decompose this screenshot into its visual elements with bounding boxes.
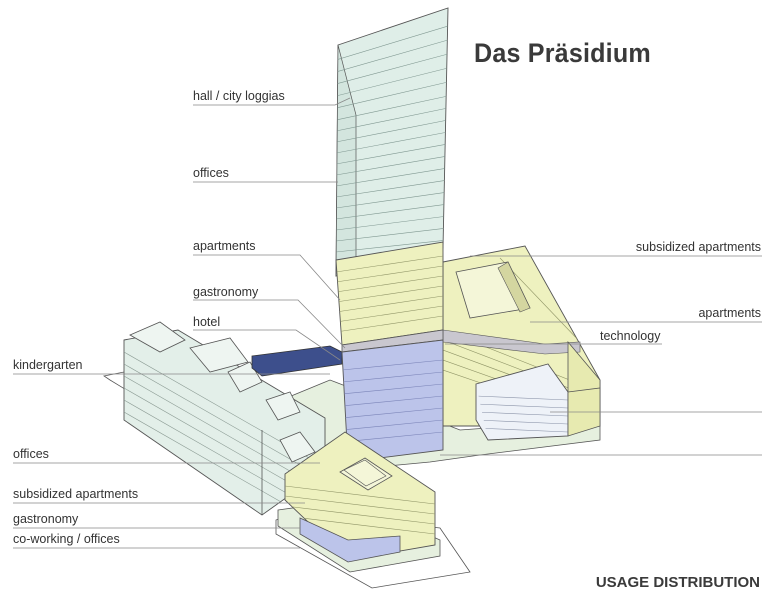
right-office-block xyxy=(475,363,601,441)
label-technology: technology xyxy=(600,329,661,343)
label-hotel: hotel xyxy=(193,315,221,329)
label-hall-loggias: hall / city loggias xyxy=(193,89,285,103)
bridge xyxy=(251,345,343,377)
leader-lines xyxy=(13,97,762,549)
label-offices-top: offices xyxy=(193,166,229,180)
label-gastronomy-bottom: gastronomy xyxy=(13,512,79,526)
right-apartment-block xyxy=(442,245,601,431)
south-coworking xyxy=(299,517,401,563)
label-subsidized-right: subsidized apartments xyxy=(635,240,761,254)
label-offices-bottom: offices xyxy=(13,447,49,461)
label-gastronomy-top: gastronomy xyxy=(193,285,259,299)
label-coworking: co-working / offices xyxy=(13,532,120,546)
label-apartments-left: apartments xyxy=(193,239,256,253)
label-kindergarten: kindergarten xyxy=(13,358,83,372)
label-apartments-right: apartments xyxy=(698,306,761,320)
south-block xyxy=(284,431,436,563)
label-subsidized-left: subsidized apartments xyxy=(13,487,139,501)
footer-caption: USAGE DISTRIBUTION xyxy=(595,574,760,591)
page-title: Das Präsidium xyxy=(474,38,651,68)
tower xyxy=(335,7,449,463)
